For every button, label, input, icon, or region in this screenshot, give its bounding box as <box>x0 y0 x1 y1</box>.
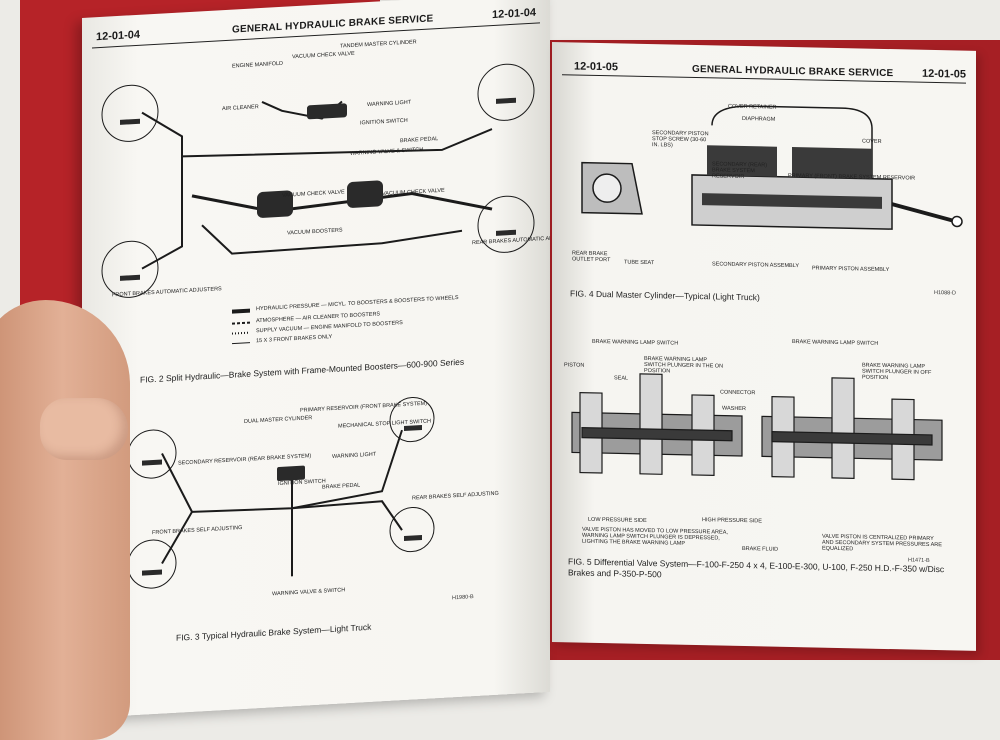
hand <box>0 300 130 740</box>
fig4-label: DIAPHRAGM <box>742 115 776 123</box>
fig5-label: SEAL <box>614 375 629 382</box>
fig4-label: COVER <box>862 138 882 145</box>
section-title: GENERAL HYDRAULIC BRAKE SERVICE <box>232 13 434 36</box>
fig2-diagram <box>101 63 535 345</box>
fig4-diagram <box>581 105 963 230</box>
fig5-label: WASHER <box>722 405 746 413</box>
left-page: 12-01-04 GENERAL HYDRAULIC BRAKE SERVICE… <box>82 0 550 719</box>
page-number: 12-01-05 <box>574 60 619 74</box>
fig5-diagram <box>571 373 943 481</box>
fig5-label: CONNECTOR <box>720 389 756 397</box>
fig5-label: VALVE PISTON IS CENTRALIZED PRIMARY AND … <box>822 533 942 553</box>
fig5-label: BRAKE WARNING LAMP SWITCH PLUNGER IN THE… <box>644 355 724 375</box>
page-number: 12-01-05 <box>922 67 967 81</box>
fig4-label: COVER RETAINER <box>728 103 777 111</box>
fig4-label: REAR BRAKE OUTLET PORT <box>572 250 611 264</box>
fig4-label: SECONDARY PISTON STOP SCREW (30-60 IN. L… <box>652 130 709 149</box>
fig5-label: HIGH PRESSURE SIDE <box>702 517 762 525</box>
fig5-label: VALVE PISTON HAS MOVED TO LOW PRESSURE A… <box>582 526 728 547</box>
fig5-label: LOW PRESSURE SIDE <box>588 516 647 524</box>
right-page: 12-01-05 GENERAL HYDRAULIC BRAKE SERVICE… <box>552 42 976 651</box>
fig5-legend: BRAKE FLUID <box>742 545 779 553</box>
page-number: 12-01-04 <box>492 6 537 22</box>
fig5-label: BRAKE WARNING LAMP SWITCH PLUNGER IN OFF… <box>862 362 932 382</box>
page-number: 12-01-04 <box>96 28 141 44</box>
thumb <box>40 398 128 460</box>
fig3-diagram <box>127 397 435 589</box>
fig4-code: H1088-D <box>934 290 957 297</box>
fig3-code: H1980-B <box>452 594 474 602</box>
fig4-caption: FIG. 4 Dual Master Cylinder—Typical (Lig… <box>570 288 760 303</box>
fig3-caption: FIG. 3 Typical Hydraulic Brake System—Li… <box>176 621 372 643</box>
fig5-caption: FIG. 5 Differential Valve System—F-100-F… <box>568 556 945 580</box>
fig5-label: PISTON <box>564 362 585 369</box>
right-page-header: 12-01-05 GENERAL HYDRAULIC BRAKE SERVICE… <box>552 60 976 80</box>
fig4-label: TUBE SEAT <box>624 259 655 267</box>
fig4-label: SECONDARY (REAR) BRAKE SYSTEM RESERVOIR <box>712 161 768 181</box>
